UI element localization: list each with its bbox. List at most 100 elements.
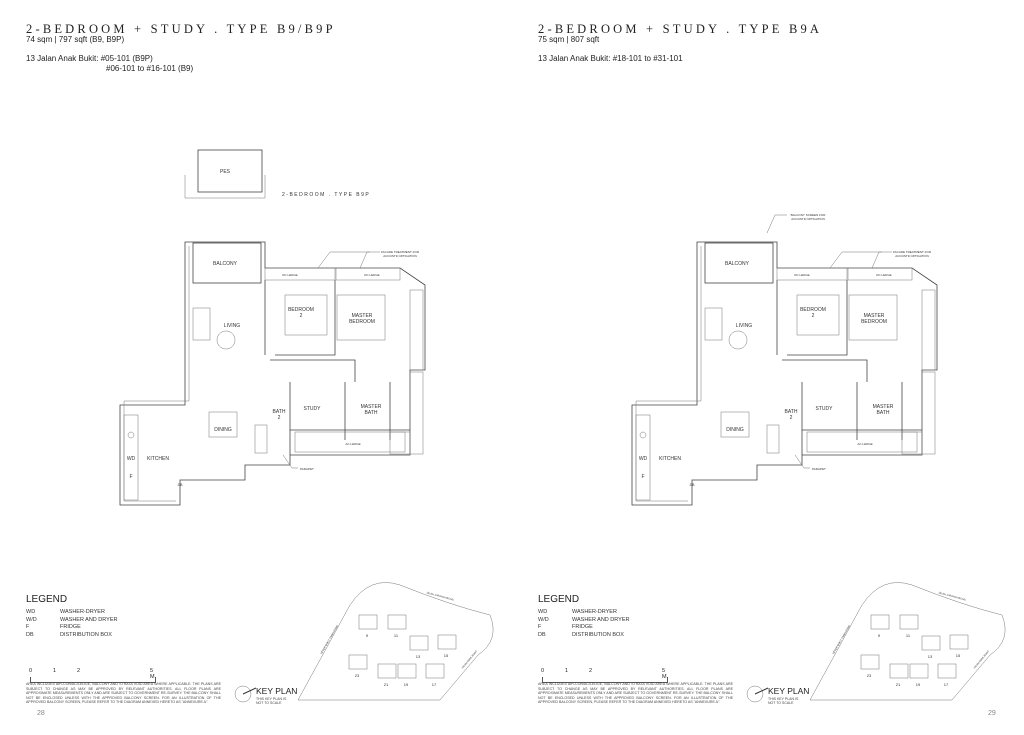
scale-label: 1 xyxy=(53,668,57,674)
leader-line xyxy=(282,454,298,469)
block-number: 9 xyxy=(878,633,881,638)
block-footprint xyxy=(921,635,941,651)
block-number: 15 xyxy=(444,653,449,658)
room-label-dining: DINING xyxy=(214,427,232,433)
room-label-bedroom-2: 2 xyxy=(812,313,815,319)
dining-table xyxy=(208,411,238,438)
unit-area: 74 sqm | 797 sqft (B9, B9P) xyxy=(26,35,125,44)
rc-ledge-side xyxy=(409,289,424,371)
legend-key: DB xyxy=(26,631,34,638)
block-footprint xyxy=(397,663,417,679)
address-label: 13 Jalan Anak Bukit: xyxy=(538,54,611,63)
facade-note: FACADE TREATMENT FOR xyxy=(381,250,420,254)
block-footprint xyxy=(899,614,919,630)
inner-wall xyxy=(123,246,190,502)
legend-value: WASHER AND DRYER xyxy=(572,616,630,623)
north-arrow-pointer xyxy=(242,687,257,695)
scale-line xyxy=(542,677,668,683)
room-label-bedroom-2: BEDROOM xyxy=(800,307,826,313)
block-footprint xyxy=(909,663,929,679)
scale-label: 5 M xyxy=(150,668,155,680)
address-line: #06-101 to #16-101 (B9) xyxy=(106,64,194,73)
legend-heading: LEGEND xyxy=(26,594,68,605)
block-number: 23 xyxy=(867,673,872,678)
scale-label: 0 xyxy=(29,668,33,674)
rc-ledge-label: RC LEDGE xyxy=(364,273,379,277)
room-label-living: LIVING xyxy=(736,323,753,329)
keyplan-label: KEY PLAN xyxy=(256,686,298,696)
rc-ledge-side xyxy=(921,371,936,455)
address-line: #18-101 to #31-101 xyxy=(612,54,683,63)
unit-type-title: 2-BEDROOM + STUDY . TYPE B9A xyxy=(538,22,823,36)
kitchen-counter xyxy=(635,414,651,501)
label-wd: WD xyxy=(127,456,136,462)
room-label-bedroom-2: BEDROOM xyxy=(288,307,314,313)
road-label: UPPER BUKIT TIMAH ROAD xyxy=(832,625,851,655)
room-label-study: STUDY xyxy=(816,406,834,412)
leader-line xyxy=(766,214,787,234)
balcony-note: ACOUSTIC MITIGATION xyxy=(791,217,825,221)
room-label-dining: DINING xyxy=(726,427,744,433)
road-label: JALAN ANAK BUKIT xyxy=(461,649,479,669)
room-label-bath-2: 2 xyxy=(278,415,281,421)
legend-value: WASHER AND DRYER xyxy=(60,616,118,623)
road-label: JALAN JURONG KECHIL xyxy=(426,591,455,601)
shower xyxy=(389,431,411,455)
page-number: 29 xyxy=(988,710,996,717)
balcony xyxy=(192,242,262,284)
legend-value: WASHER-DRYER xyxy=(572,609,617,615)
address-label: 13 Jalan Anak Bukit: xyxy=(26,54,99,63)
room-label-master-bath: BATH xyxy=(365,410,378,416)
rc-ledge-label: RC LEDGE xyxy=(876,273,891,277)
leader-line xyxy=(829,251,892,269)
block-footprint xyxy=(860,654,880,670)
leader-line xyxy=(317,251,380,269)
balcony-note: BALCONY SCREEN FOR xyxy=(791,213,827,217)
block-number: 9 xyxy=(366,633,369,638)
scale-line xyxy=(30,677,156,683)
rc-ledge xyxy=(335,267,401,281)
facade-note: ACOUSTIC MITIGATION xyxy=(895,254,929,258)
block-number: 15 xyxy=(956,653,961,658)
sink xyxy=(639,431,647,439)
legend-key: DB xyxy=(538,631,546,638)
inner-wall xyxy=(635,246,702,502)
road-label: JALAN JURONG KECHIL xyxy=(938,591,967,601)
sink xyxy=(127,431,135,439)
rc-ledge-side xyxy=(921,289,936,371)
label-fridge: F xyxy=(129,474,132,480)
facade-note: ACOUSTIC MITIGATION xyxy=(383,254,417,258)
interior-walls xyxy=(264,280,410,455)
unit-outline xyxy=(631,241,938,506)
page-right: 2-BEDROOM + STUDY . TYPE B9A 75 sqm | 80… xyxy=(512,0,1024,735)
scale-label: 5 M xyxy=(662,668,667,680)
block-footprint xyxy=(358,614,378,630)
block-footprint xyxy=(377,663,397,679)
round-table xyxy=(728,330,748,350)
block-footprint xyxy=(889,663,909,679)
ac-ledge xyxy=(806,431,918,453)
room-label-master-bath: MASTER xyxy=(361,404,382,410)
scale-label: 1 xyxy=(565,668,569,674)
room-label-study: STUDY xyxy=(304,406,322,412)
pes xyxy=(197,149,263,193)
room-label-master-bedroom: BEDROOM xyxy=(349,319,375,325)
block-footprint xyxy=(348,654,368,670)
block-number: 13 xyxy=(928,654,933,659)
legend-value: WASHER-DRYER xyxy=(60,609,105,615)
room-label-kitchen: KITCHEN xyxy=(659,456,681,462)
block-number: 21 xyxy=(384,682,389,687)
legend-value: FRIDGE xyxy=(60,624,81,630)
block-number: 17 xyxy=(432,682,437,687)
label-db: DB xyxy=(690,483,696,487)
rc-ledge-label: RC LEDGE xyxy=(282,273,297,277)
site-boundary xyxy=(809,582,1006,701)
legend-key: WD xyxy=(26,609,36,615)
unit-area: 75 sqm | 807 sqft xyxy=(538,35,600,44)
label-wd: WD xyxy=(639,456,648,462)
bed xyxy=(284,294,328,336)
